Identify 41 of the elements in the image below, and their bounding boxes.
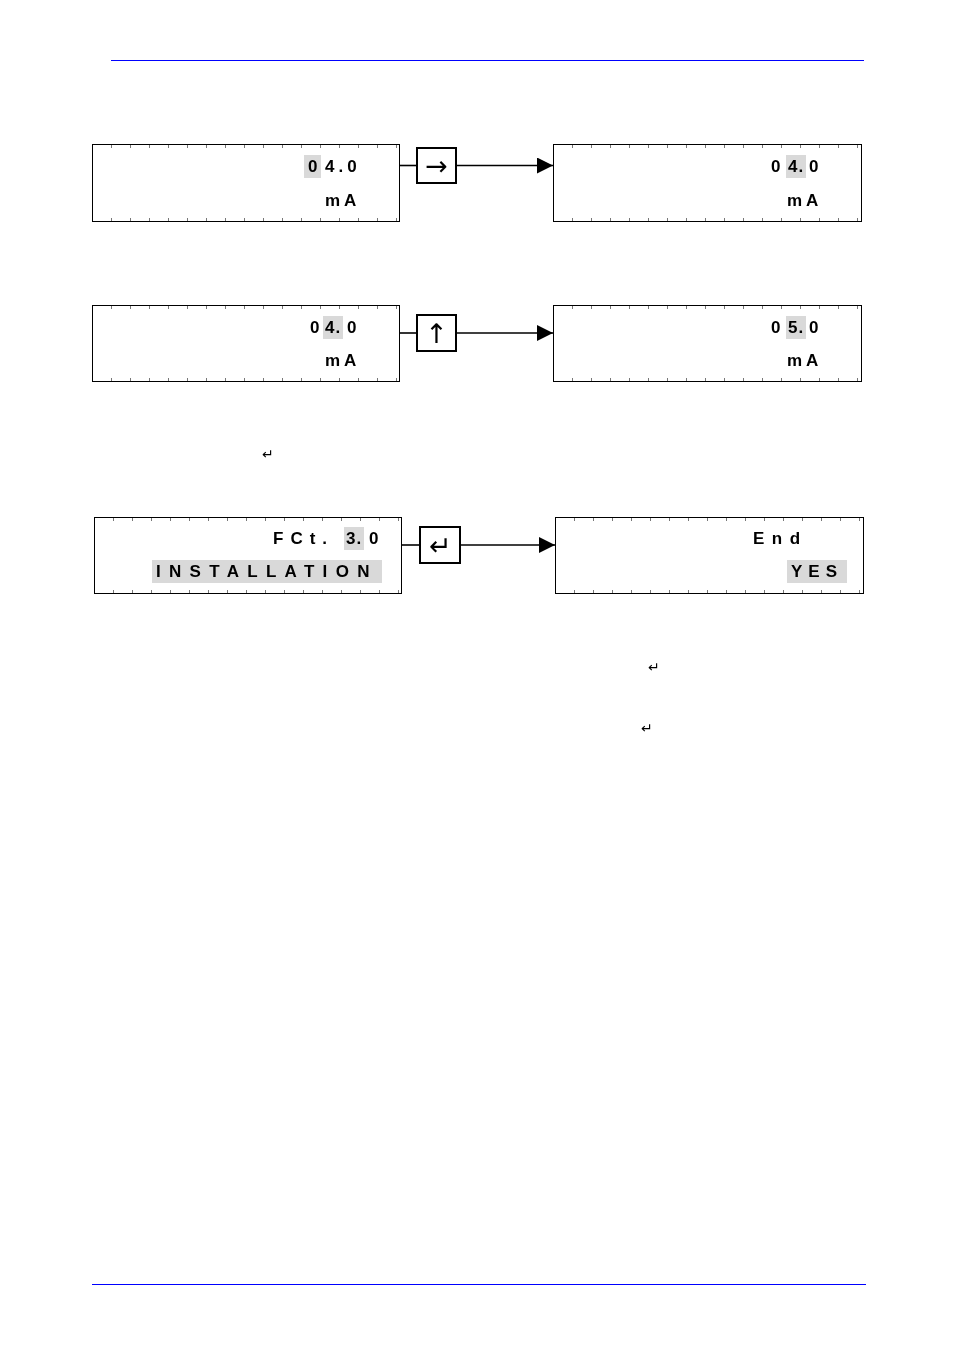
return-symbol: ↵	[641, 720, 653, 736]
display-text: mA	[324, 350, 362, 372]
highlighted-text: INSTALLATION	[152, 560, 382, 583]
display-text: 0	[808, 156, 824, 178]
arrow	[460, 537, 556, 553]
display-text: 0	[770, 156, 786, 178]
display-panel	[92, 144, 400, 222]
highlighted-text: 0	[304, 155, 322, 178]
display-panel	[555, 517, 864, 594]
display-panel	[94, 517, 402, 594]
key-box	[419, 526, 461, 564]
display-text: End	[752, 528, 809, 550]
arrow	[456, 157, 554, 174]
display-panel	[92, 305, 400, 382]
display-text: 0	[368, 528, 384, 550]
display-text: 0	[808, 317, 824, 339]
display-panel	[553, 144, 862, 222]
connector-line	[399, 332, 417, 334]
arrow	[456, 325, 554, 341]
display-text: mA	[324, 190, 362, 212]
key-box	[416, 314, 457, 352]
connector-line	[401, 544, 420, 546]
display-text: mA	[786, 190, 824, 212]
display-panel	[553, 305, 862, 382]
display-text: 0	[346, 317, 362, 339]
display-text: mA	[786, 350, 824, 372]
display-text: 0	[309, 317, 325, 339]
key-box	[416, 147, 457, 184]
highlighted-text: YES	[787, 560, 848, 583]
return-symbol: ↵	[262, 446, 274, 462]
key-symbol: ↵	[428, 531, 452, 559]
highlighted-text: 4.	[786, 155, 807, 178]
return-symbol: ↵	[648, 659, 660, 675]
highlighted-text: 4.	[323, 316, 344, 339]
highlighted-text: 3.	[344, 527, 365, 550]
highlighted-text: 5.	[786, 316, 807, 339]
key-symbol: →	[425, 152, 448, 179]
display-text: 4.0	[324, 156, 362, 178]
display-text: 0	[770, 317, 786, 339]
key-symbol: ↑	[425, 319, 448, 347]
display-text: FCt.	[272, 528, 336, 550]
